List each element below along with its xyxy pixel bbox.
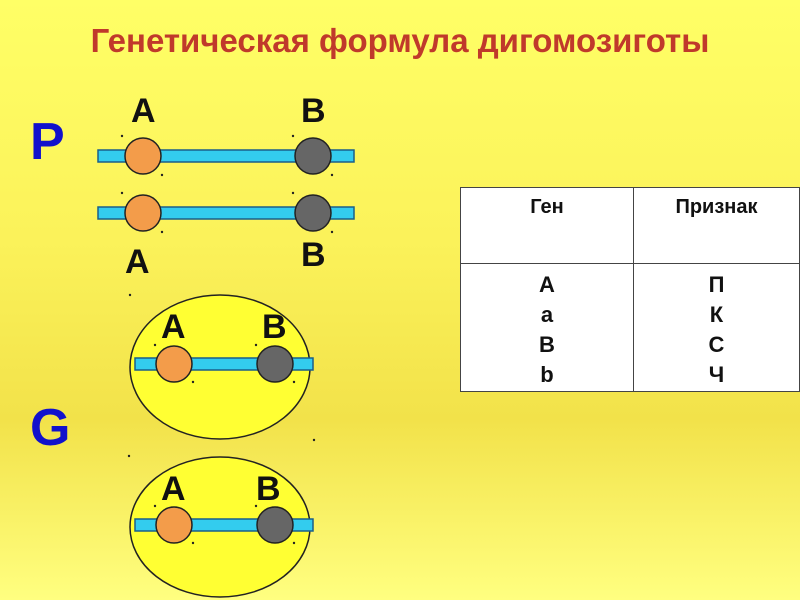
trait-symbol: С [635, 330, 798, 360]
trait-symbol: Ч [635, 360, 798, 390]
gene-symbol: В [462, 330, 632, 360]
allele-label: B [262, 308, 287, 346]
allele-label: A [125, 243, 150, 281]
trait-cell: П К С Ч [634, 264, 800, 392]
allele-b-locus [257, 507, 293, 543]
table-header-row: Ген Признак [461, 188, 800, 264]
parent-chromosome-1: A B [98, 92, 354, 174]
gene-symbol: b [462, 360, 632, 390]
trait-symbol: К [635, 300, 798, 330]
column-header-gene: Ген [461, 188, 634, 264]
parent-chromosome-2: A B [98, 195, 354, 281]
gene-symbol: а [462, 300, 632, 330]
trait-symbol: П [635, 270, 798, 300]
gene-cell: А а В b [461, 264, 634, 392]
gene-trait-table: Ген Признак А а В b П К С Ч [460, 187, 800, 392]
allele-label: B [301, 92, 326, 130]
allele-b-locus [295, 138, 331, 174]
allele-label: B [256, 470, 281, 508]
gamete-1: A B [130, 295, 313, 439]
allele-label: B [301, 236, 326, 274]
table-row: А а В b П К С Ч [461, 264, 800, 392]
allele-label: A [161, 308, 186, 346]
allele-b-locus [257, 346, 293, 382]
allele-a-locus [125, 195, 161, 231]
allele-label: A [161, 470, 186, 508]
gene-symbol: А [462, 270, 632, 300]
allele-b-locus [295, 195, 331, 231]
allele-a-locus [156, 507, 192, 543]
allele-a-locus [156, 346, 192, 382]
gamete-2: A B [130, 457, 313, 597]
allele-label: A [131, 92, 156, 130]
column-header-trait: Признак [634, 188, 800, 264]
allele-a-locus [125, 138, 161, 174]
